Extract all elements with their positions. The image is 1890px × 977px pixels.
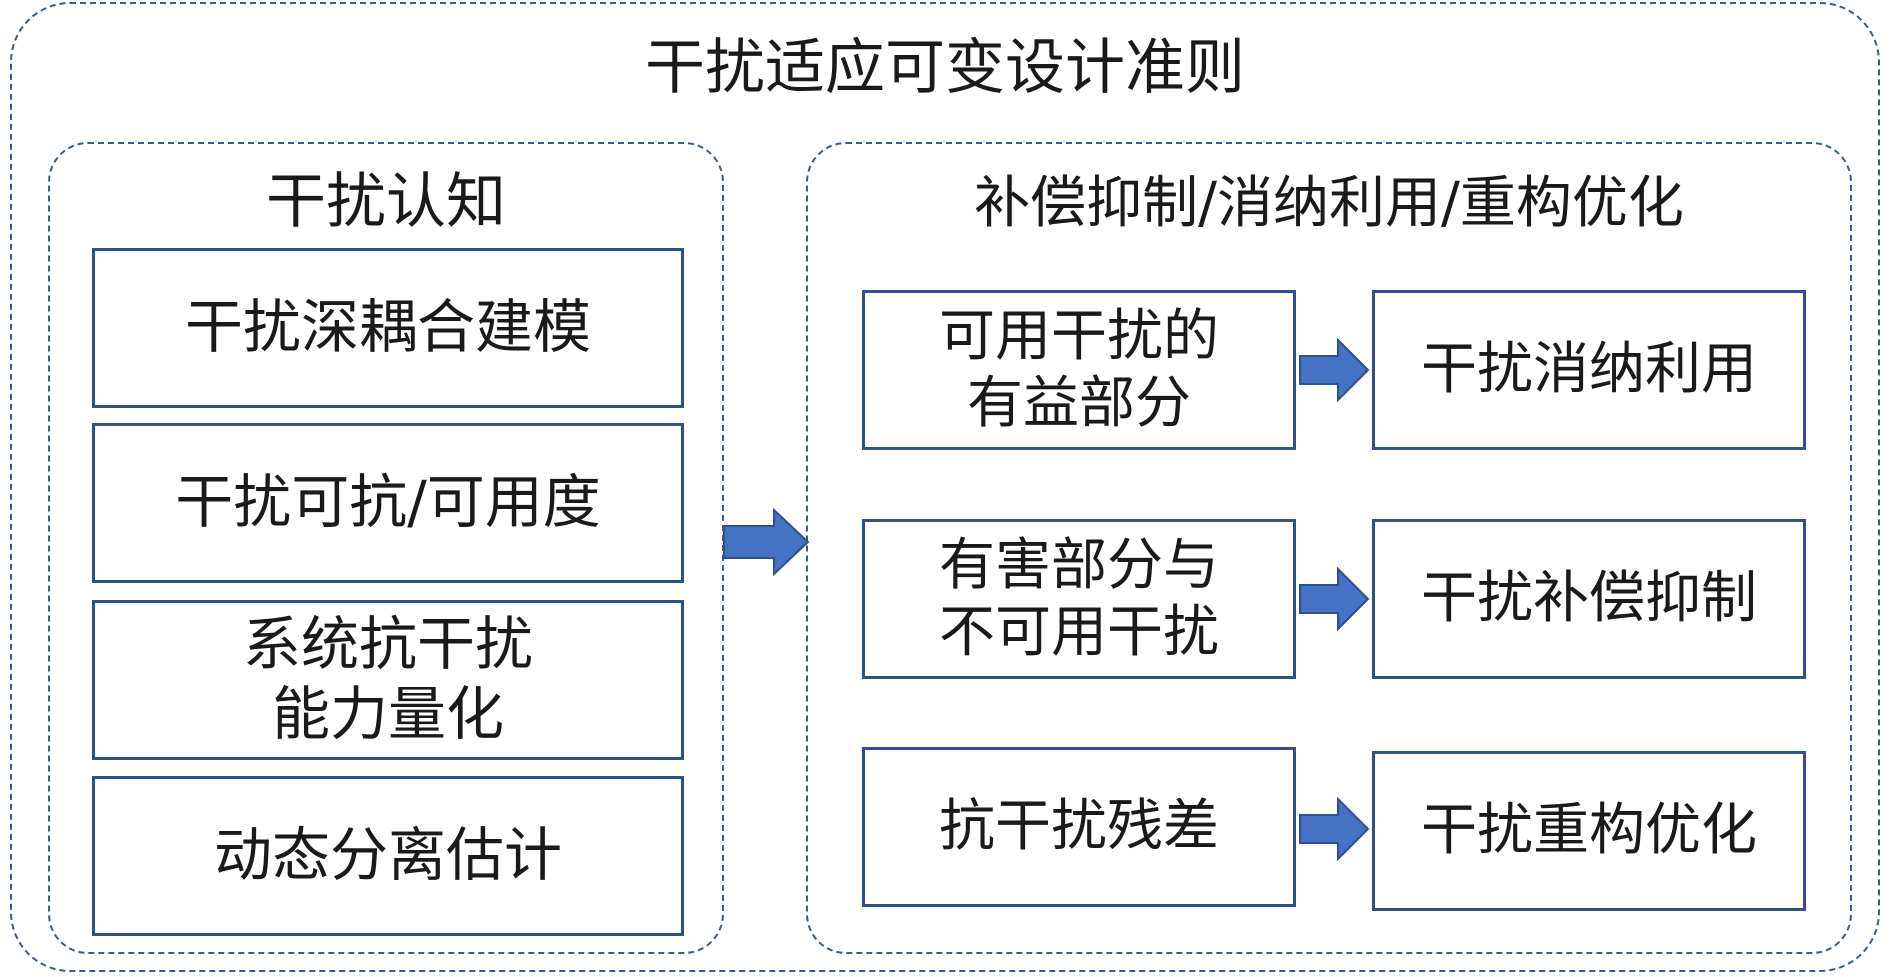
left-item-box: 干扰可抗/可用度 <box>92 423 684 583</box>
row-arrow-icon <box>1299 567 1370 631</box>
target-box: 干扰重构优化 <box>1372 751 1806 911</box>
main-flow-arrow-icon <box>723 508 810 576</box>
target-box: 干扰补偿抑制 <box>1372 519 1806 679</box>
target-label: 干扰补偿抑制 <box>1421 566 1757 632</box>
left-item-label: 干扰深耦合建模 <box>184 293 591 362</box>
left-item-box: 系统抗干扰 能力量化 <box>92 600 684 760</box>
left-item-label: 动态分离估计 <box>213 821 562 890</box>
left-item-box: 动态分离估计 <box>92 776 684 936</box>
left-item-box: 干扰深耦合建模 <box>92 248 684 408</box>
left-item-label: 干扰可抗/可用度 <box>175 468 601 537</box>
row-arrow-icon <box>1299 338 1370 402</box>
right-panel <box>806 142 1852 954</box>
left-panel-title: 干扰认知 <box>266 167 506 237</box>
source-label: 抗干扰残差 <box>939 794 1219 860</box>
source-box: 抗干扰残差 <box>862 747 1296 907</box>
source-label: 可用干扰的 有益部分 <box>939 303 1219 436</box>
row-arrow-icon <box>1299 797 1370 861</box>
outer-frame <box>10 2 1880 972</box>
right-panel-title: 补偿抑制/消纳利用/重构优化 <box>974 171 1684 236</box>
target-label: 干扰重构优化 <box>1421 798 1757 864</box>
source-box: 可用干扰的 有益部分 <box>862 290 1296 450</box>
source-box: 有害部分与 不可用干扰 <box>862 519 1296 679</box>
source-label: 有害部分与 不可用干扰 <box>939 532 1219 665</box>
target-box: 干扰消纳利用 <box>1372 290 1806 450</box>
left-item-label: 系统抗干扰 能力量化 <box>242 610 533 748</box>
diagram-title: 干扰适应可变设计准则 <box>645 33 1245 103</box>
target-label: 干扰消纳利用 <box>1421 337 1757 403</box>
